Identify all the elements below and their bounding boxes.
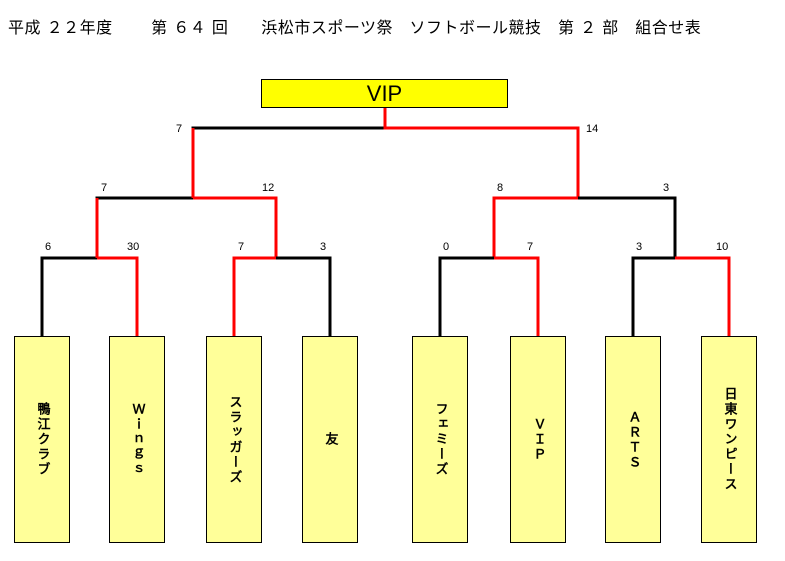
semi2-line-left (492, 196, 578, 258)
team-name: ＡＲＴＳ (625, 409, 641, 470)
score-r1-team4: 3 (320, 241, 327, 253)
team-name: スラッガーズ (226, 394, 242, 485)
team-name: 日東ワンピース (721, 387, 737, 492)
team-box-8: 日東ワンピース (701, 336, 757, 543)
team-name: Ｗｉｎｇｓ (129, 402, 145, 477)
team-box-2: Ｗｉｎｇｓ (109, 336, 165, 543)
champion-box: VIP (261, 79, 508, 108)
score-semi1-left: 7 (101, 182, 108, 194)
r1m3-line-right (494, 256, 540, 336)
team-name: 鴨江クラブ (34, 402, 50, 477)
team-box-6: ＶＩＰ (510, 336, 566, 543)
team-box-7: ＡＲＴＳ (605, 336, 661, 543)
r1m4-line-left (631, 256, 675, 336)
semi1-line-right (193, 196, 278, 258)
final-line-left (191, 126, 385, 198)
champion-name: VIP (366, 80, 403, 106)
score-r1-team5: 0 (443, 241, 450, 253)
r1m1-line-right (97, 256, 139, 336)
score-r1-team3: 7 (238, 241, 245, 253)
score-r1-team1: 6 (45, 241, 52, 253)
score-r1-team7: 3 (636, 241, 643, 253)
r1m2-line-right (276, 256, 332, 336)
score-r1-team6: 7 (527, 241, 534, 253)
score-r1-team2: 30 (127, 241, 140, 253)
r1m4-line-right (675, 256, 731, 336)
team-box-3: スラッガーズ (206, 336, 262, 543)
semi1-line-left (95, 196, 193, 258)
team-name: ＶＩＰ (530, 417, 546, 462)
score-final-left: 7 (176, 123, 183, 135)
r1m2-line-left (232, 256, 276, 336)
final-line-right (383, 108, 580, 198)
team-name: フェミーズ (432, 402, 448, 477)
semi2-line-right (578, 196, 677, 258)
team-name: 友 (322, 432, 338, 447)
score-r1-team8: 10 (716, 241, 729, 253)
team-box-5: フェミーズ (412, 336, 468, 543)
team-box-4: 友 (302, 336, 358, 543)
r1m3-line-left (438, 256, 494, 336)
score-semi2-left: 8 (497, 182, 504, 194)
page-title: 平成 ２２年度 第 ６４ 回 浜松市スポーツ祭 ソフトボール競技 第 ２ 部 組… (8, 18, 702, 37)
team-box-1: 鴨江クラブ (14, 336, 70, 543)
score-final-right: 14 (586, 123, 599, 135)
r1m1-line-left (40, 256, 97, 336)
score-semi2-right: 3 (663, 182, 670, 194)
score-semi1-right: 12 (262, 182, 275, 194)
